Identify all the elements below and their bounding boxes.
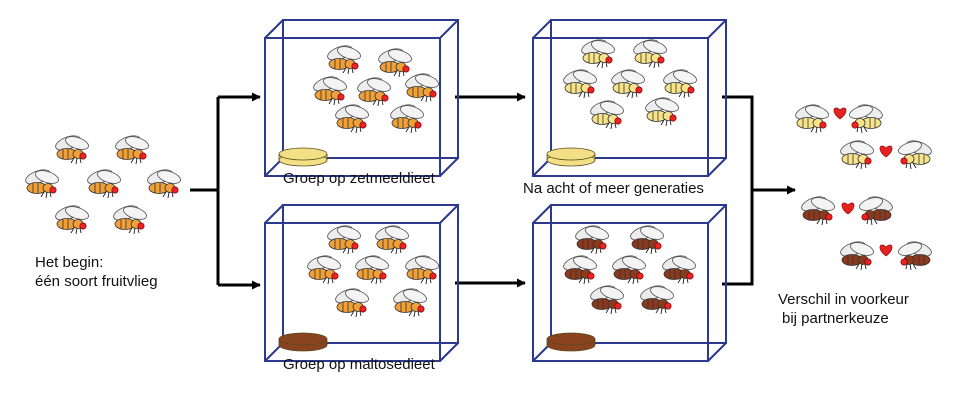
fruit-fly-icon [563,69,597,99]
fruit-fly-icon [840,140,874,170]
fruit-fly-icon [662,255,696,285]
fruit-fly-icon [840,241,874,271]
fruit-fly-icon [612,255,646,285]
fruit-fly-icon [113,205,147,235]
fruit-fly-icon [55,205,89,235]
fruit-fly-icon [357,77,391,107]
fruit-fly-icon [898,241,932,271]
food-dish-icon [278,147,328,167]
heart-icon [841,202,855,215]
maltose-group-label: Groep op maltosedieet [283,356,435,373]
result-label-line1: Verschil in voorkeur [778,291,909,308]
fruit-fly-icon [327,45,361,75]
fruit-fly-icon [575,225,609,255]
heart-icon [879,145,893,158]
fruit-fly-icon [335,104,369,134]
fruit-fly-icon [590,285,624,315]
fruit-fly-icon [25,169,59,199]
heart-icon [833,107,847,120]
start-label-line1: Het begin: [35,254,104,271]
fruit-fly-icon [393,288,427,318]
fruit-fly-icon [640,285,674,315]
fruit-fly-icon [327,225,361,255]
fruit-fly-icon [849,104,883,134]
fruit-fly-icon [355,255,389,285]
generations-label: Na acht of meer generaties [523,180,704,197]
fruit-fly-icon [147,169,181,199]
fruit-fly-icon [378,48,412,78]
start-label: Het begin: één soort fruitvlieg [35,253,158,291]
fruit-fly-icon [590,100,624,130]
fruit-fly-icon [390,104,424,134]
fruit-fly-icon [55,135,89,165]
heart-icon [879,244,893,257]
fruit-fly-icon [405,73,439,103]
start-label-line2: één soort fruitvlieg [35,273,158,290]
fruit-fly-icon [313,76,347,106]
cage-maltose-initial [264,204,459,362]
fruit-fly-icon [795,104,829,134]
fruit-fly-icon [801,196,835,226]
fruit-fly-icon [645,97,679,127]
fruit-fly-icon [630,225,664,255]
result-label: Verschil in voorkeur bij partnerkeuze [778,290,909,328]
starch-group-label: Groep op zetmeeldieet [283,170,435,187]
fruit-fly-icon [581,39,615,69]
fruit-fly-icon [115,135,149,165]
fruit-fly-icon [563,255,597,285]
fruit-fly-icon [405,255,439,285]
fruit-fly-icon [335,288,369,318]
result-label-line2: bij partnerkeuze [782,310,889,327]
fruit-fly-icon [859,196,893,226]
cage-starch-later [532,19,727,177]
fruit-fly-icon [663,69,697,99]
fruit-fly-icon [611,69,645,99]
cage-starch-initial [264,19,459,177]
fruit-fly-icon [375,225,409,255]
fruit-fly-icon [898,140,932,170]
fruit-fly-icon [87,169,121,199]
cage-maltose-later [532,204,727,362]
food-dish-icon [278,332,328,352]
fruit-fly-icon [633,39,667,69]
food-dish-icon [546,332,596,352]
fruit-fly-icon [307,255,341,285]
flow-arrows [190,92,796,290]
food-dish-icon [546,147,596,167]
